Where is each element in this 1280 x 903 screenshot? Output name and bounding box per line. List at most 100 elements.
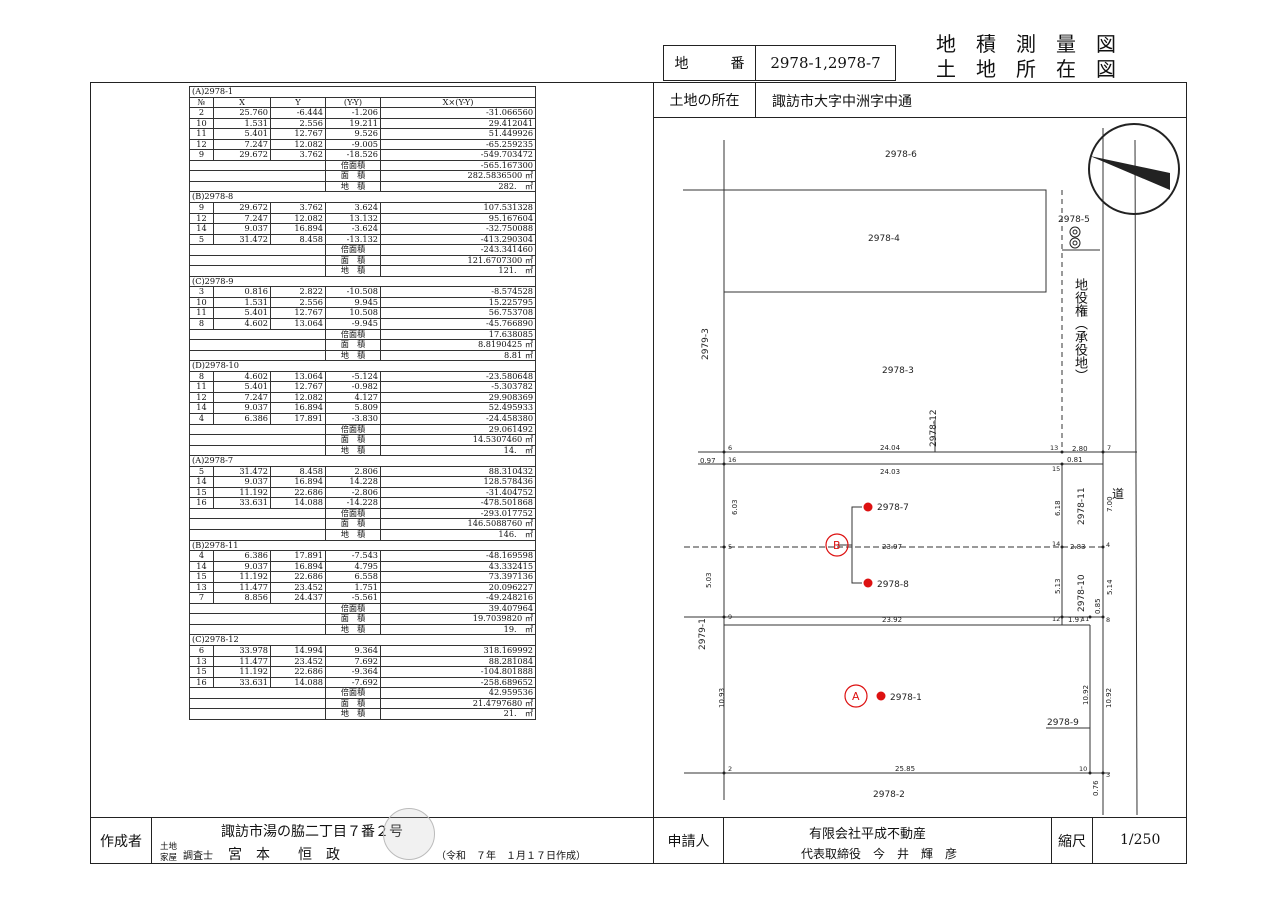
cell: 10 — [189, 296, 214, 309]
summary-value: 282.5836500 ㎡ — [379, 170, 537, 182]
summary-label: 倍面積 — [325, 507, 381, 520]
cell: 11 — [189, 307, 214, 320]
location-box: 土地の所在 諏訪市大字中洲字中通 — [653, 82, 1187, 118]
cell: 128.578436 — [379, 476, 537, 488]
cell: 12 — [189, 138, 214, 151]
cell: X — [213, 96, 271, 109]
cell: 9.037 — [213, 560, 271, 573]
section-header-row: (B)2978-11 — [188, 539, 537, 552]
cell: -13.132 — [325, 233, 381, 246]
summary-row: 倍面積-293.017752 — [189, 507, 537, 520]
creator-name: 宮 本 恒 政 — [228, 847, 340, 863]
qualifier-land: 土地 — [160, 842, 178, 852]
cell: 14 — [189, 223, 214, 235]
cell: 15 — [189, 571, 214, 583]
cell: 22.686 — [270, 486, 326, 499]
cell: 7 — [189, 592, 214, 604]
cell: 12.082 — [270, 391, 326, 404]
cell: 2.556 — [270, 296, 326, 309]
cell: 14.228 — [325, 476, 381, 488]
cell: 13 — [189, 581, 214, 594]
cell: -258.689652 — [379, 676, 537, 689]
cell: 12.767 — [270, 307, 326, 320]
summary-label: 倍面積 — [325, 602, 381, 615]
cell: X×(Y-Y) — [379, 96, 537, 109]
cell: 16 — [189, 676, 214, 689]
cell: 29.672 — [213, 149, 271, 161]
cell: 3.762 — [270, 149, 326, 161]
cell: -7.692 — [325, 676, 381, 689]
cell: -9.945 — [325, 318, 381, 330]
cell: 6.386 — [213, 412, 271, 425]
summary-label: 倍面積 — [325, 159, 381, 172]
cell: 11.192 — [213, 486, 271, 499]
location-label: 土地の所在 — [654, 82, 756, 117]
cell: 4.127 — [325, 391, 381, 404]
cell: -31.066560 — [379, 107, 537, 119]
summary-value: 39.407964 — [379, 602, 537, 615]
cell: -49.248216 — [379, 592, 537, 604]
summary-value: 21. ㎡ — [379, 708, 537, 720]
cell: 2.806 — [325, 465, 381, 478]
cell: 16.894 — [270, 476, 326, 488]
cell: -1.206 — [325, 107, 381, 119]
cell: 12.767 — [270, 381, 326, 393]
cell: 31.472 — [213, 233, 271, 246]
cell: 8.458 — [270, 233, 326, 246]
cell: 15 — [189, 666, 214, 678]
summary-value: 14. ㎡ — [379, 444, 537, 457]
cell: 9 — [189, 149, 214, 161]
applicant-label: 申請人 — [654, 818, 724, 863]
summary-value: 121. ㎡ — [379, 265, 537, 277]
applicant-company: 有限会社平成不動産 — [809, 827, 927, 842]
section-name: (A)2978-7 — [188, 455, 537, 467]
cell: -0.982 — [325, 381, 381, 393]
cell: 12.082 — [270, 212, 326, 225]
cell: 43.332415 — [379, 560, 537, 573]
summary-label: 面 積 — [325, 613, 381, 625]
cell: 12 — [189, 212, 214, 225]
cell: -104.801888 — [379, 666, 537, 678]
cell: Y — [270, 96, 326, 109]
cell: 4.795 — [325, 560, 381, 573]
summary-value: -565.167300 — [379, 159, 537, 172]
cell: -14.228 — [325, 497, 381, 509]
section-header-row: (B)2978-8 — [188, 191, 537, 203]
section-name: (B)2978-11 — [188, 539, 537, 552]
cell: 14 — [189, 402, 214, 414]
cell: -24.458380 — [379, 412, 537, 425]
cell: 33.631 — [213, 676, 271, 689]
cell: 9.526 — [325, 128, 381, 140]
cell: 11 — [189, 381, 214, 393]
summary-value: 17.638085 — [379, 328, 537, 341]
cell: 4 — [189, 550, 214, 562]
summary-label: 地 積 — [325, 349, 381, 362]
summary-label: 面 積 — [325, 170, 381, 182]
cell: 6.558 — [325, 571, 381, 583]
cell: 13.132 — [325, 212, 381, 225]
summary-label: 面 積 — [325, 339, 381, 351]
cell: 51.449926 — [379, 128, 537, 140]
summary-value: 8.81 ㎡ — [379, 349, 537, 362]
cell: 24.437 — [270, 592, 326, 604]
creator-label: 作成者 — [91, 818, 152, 863]
